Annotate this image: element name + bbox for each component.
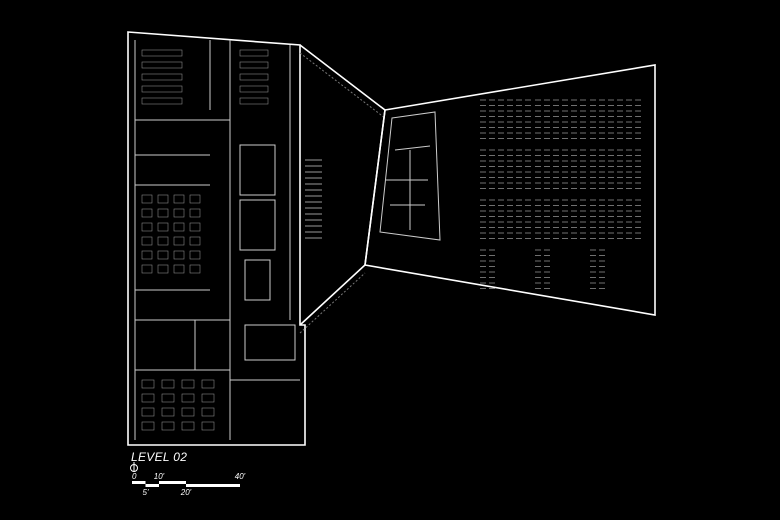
scale-bar-label: 40' bbox=[235, 472, 246, 481]
scale-bar-segment bbox=[159, 481, 186, 484]
interior-walls bbox=[134, 40, 300, 440]
scale-bar-label: 20' bbox=[180, 488, 192, 497]
lobby-wedge-outline bbox=[299, 44, 386, 326]
furniture bbox=[141, 49, 269, 431]
lobby-stair bbox=[305, 159, 322, 239]
auditorium-outline bbox=[364, 64, 656, 316]
left-wing-outline bbox=[127, 31, 306, 446]
level-label: LEVEL 02 bbox=[131, 450, 188, 464]
auditorium-seating bbox=[480, 99, 641, 289]
scale-bar-segment bbox=[186, 484, 240, 487]
stage-area bbox=[379, 111, 441, 241]
scale-bar-segment bbox=[132, 481, 146, 484]
scale-bar-segment bbox=[145, 484, 159, 487]
scale-bar-label: 5' bbox=[143, 488, 149, 497]
north-arrow-icon bbox=[130, 462, 138, 472]
scale-bar-label: 0 bbox=[132, 472, 137, 481]
scale-bar-label: 10' bbox=[154, 472, 165, 481]
scale-bar: 0 5' 10' 20' 40' bbox=[132, 472, 246, 497]
